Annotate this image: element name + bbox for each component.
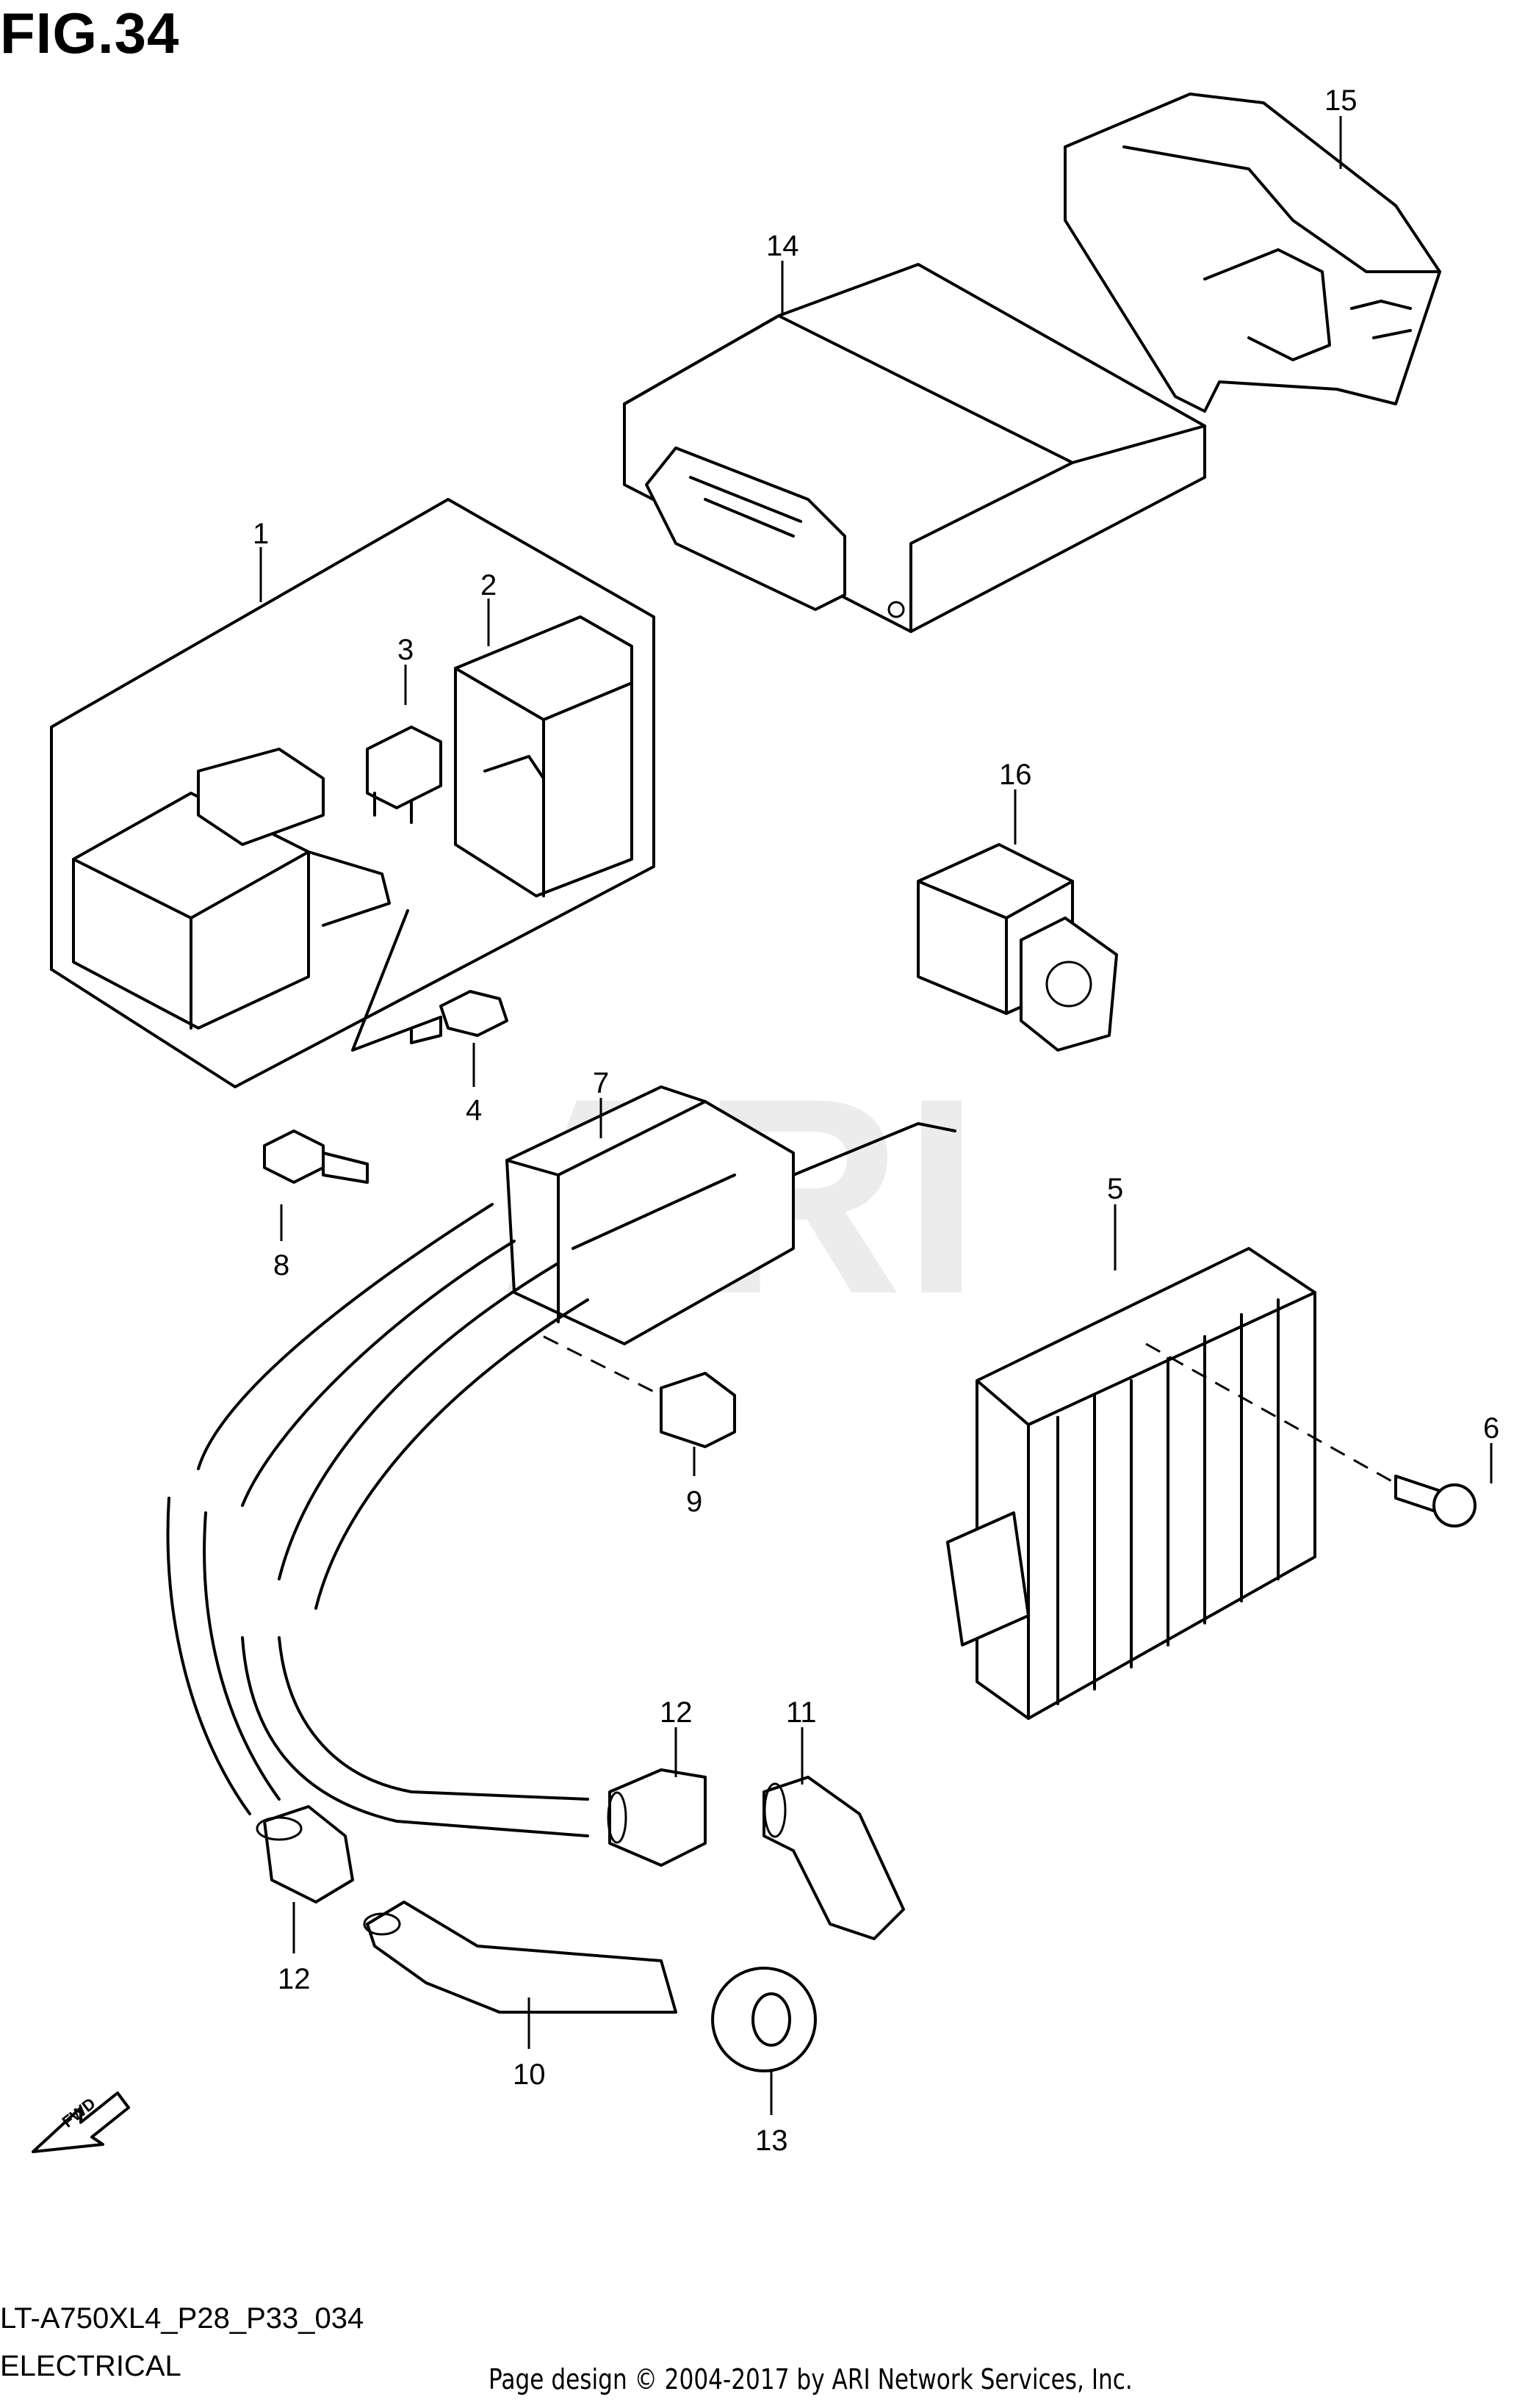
part-9-leader-dash	[543, 1335, 662, 1397]
part-8-bolt[interactable]	[263, 1129, 369, 1184]
callout-15: 15	[1324, 84, 1358, 117]
part-10-plug-cap[interactable]	[363, 1901, 677, 2014]
part-4-bolt[interactable]	[410, 990, 508, 1044]
callout-3: 3	[397, 634, 414, 666]
model-code: LT-A750XL4_P28_P33_034	[0, 2302, 364, 2335]
callout-14: 14	[766, 230, 799, 262]
figure-title: FIG.34	[0, 1, 180, 65]
section-name: ELECTRICAL	[0, 2350, 181, 2382]
part-13-grommet[interactable]	[711, 1967, 817, 2072]
part-3-fuse[interactable]	[366, 726, 442, 824]
part-14-ecm[interactable]	[623, 263, 1206, 633]
callout-12-left: 12	[278, 1963, 311, 1995]
callout-5: 5	[1107, 1173, 1123, 1205]
part-1-leader-break	[351, 909, 413, 1052]
callout-4: 4	[466, 1094, 482, 1127]
callout-10: 10	[513, 2058, 546, 2091]
part-6-bolt[interactable]	[1394, 1475, 1477, 1527]
part-7-ignition-coil[interactable]	[505, 1085, 956, 1345]
fwd-arrow-icon: FWD	[32, 2091, 130, 2153]
part-1-relay-assembly-frame	[50, 498, 655, 1088]
callout-2: 2	[480, 569, 497, 601]
callout-11: 11	[786, 1696, 817, 1729]
part-12-cap-left[interactable]	[256, 1805, 354, 1903]
callout-8: 8	[273, 1249, 289, 1281]
part-6-leader-dash	[1145, 1342, 1396, 1485]
part-9-spacer[interactable]	[660, 1372, 736, 1448]
part-16-connector[interactable]	[917, 843, 1118, 1052]
callout-16: 16	[999, 759, 1032, 791]
part-15-cover[interactable]	[1064, 93, 1441, 413]
part-7-high-tension-leads	[166, 1203, 589, 1837]
callout-9: 9	[686, 1486, 702, 1518]
callout-7: 7	[593, 1067, 609, 1099]
callout-6: 6	[1483, 1412, 1499, 1445]
part-12-cap-right[interactable]	[607, 1768, 707, 1867]
copyright-notice: Page design © 2004-2017 by ARI Network S…	[488, 2363, 1133, 2396]
part-11-plug-cap[interactable]	[762, 1776, 905, 1940]
part-5-regulator-rectifier[interactable]	[946, 1247, 1316, 1720]
part-1-starter-relay[interactable]	[72, 748, 391, 1030]
callout-1: 1	[253, 518, 269, 550]
leader-lines	[259, 116, 1493, 2115]
part-2-relay-cover[interactable]	[454, 615, 633, 897]
callout-13: 13	[755, 2125, 788, 2157]
callout-12-right: 12	[660, 1696, 693, 1729]
